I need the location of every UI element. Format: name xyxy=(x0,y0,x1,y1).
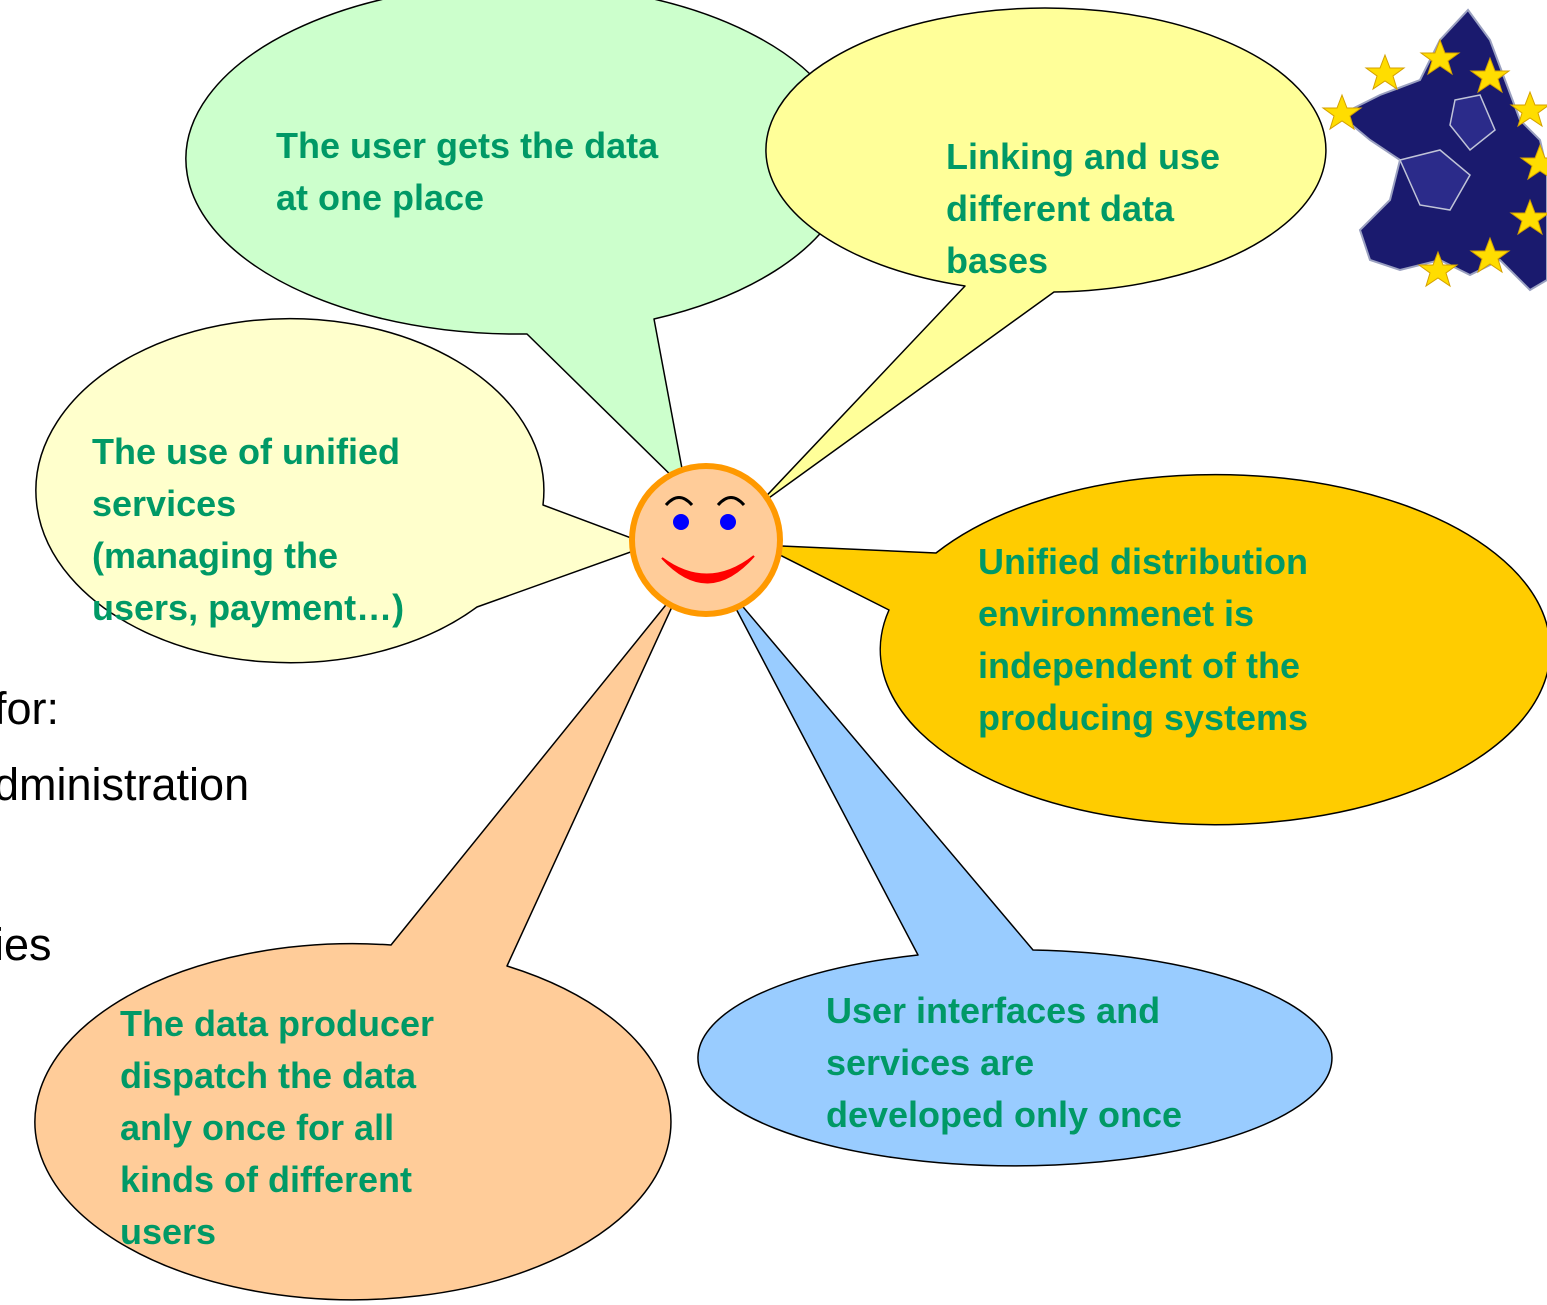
bubble-bottom-right xyxy=(697,581,1333,1167)
bubble-right xyxy=(759,473,1547,826)
bubble-top-right-label: Linking and use different data bases xyxy=(946,136,1221,281)
background-text-line-2: dministration xyxy=(0,759,250,810)
bubble-top-right xyxy=(754,7,1327,509)
background-text-line-3: ies xyxy=(0,919,52,970)
bubble-bottom-left xyxy=(34,584,683,1301)
bubble-top-label: The user gets the data at one place xyxy=(276,125,659,218)
eu-map-stars-icon xyxy=(1321,8,1547,292)
smiley-face-icon xyxy=(629,463,783,617)
bubble-right-label: Unified distribution environmenet is ind… xyxy=(978,541,1309,738)
bubble-bottom-right-label: User interfaces and services are develop… xyxy=(826,990,1183,1135)
background-text-line-1: for: xyxy=(0,683,60,734)
bubble-bottom-left-label: The data producer dispatch the data anly… xyxy=(120,1003,435,1252)
bubble-left-label: The use of unified services (managing th… xyxy=(92,431,405,628)
bubble-left xyxy=(35,317,651,664)
